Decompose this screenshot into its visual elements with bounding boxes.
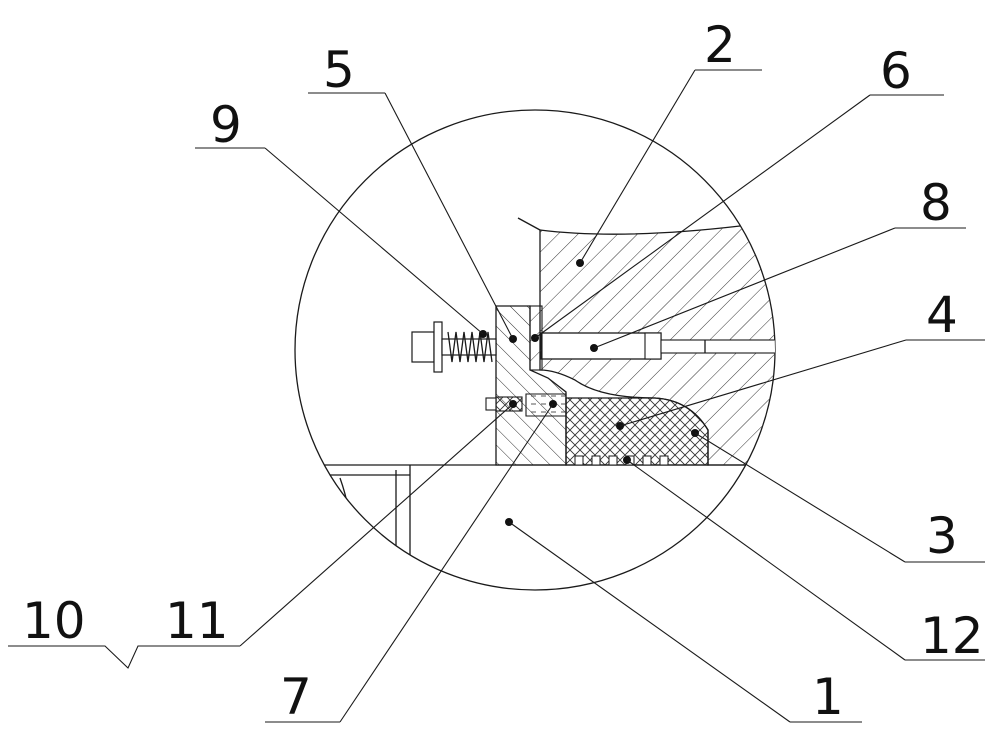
label-1: 1: [812, 668, 844, 726]
label-5: 5: [323, 41, 355, 99]
label-10: 10: [22, 592, 86, 650]
part-7-chamber: [526, 394, 566, 416]
label-12: 12: [920, 607, 984, 665]
label-8: 8: [920, 174, 952, 232]
part-9-bolt-spring: [412, 322, 496, 372]
section-view: [300, 218, 781, 560]
label-6: 6: [880, 42, 912, 100]
label-11: 11: [165, 592, 229, 650]
label-7: 7: [280, 668, 312, 726]
label-3: 3: [926, 507, 958, 565]
label-9: 9: [210, 96, 242, 154]
part-4-seal: [566, 398, 708, 465]
label-4: 4: [926, 286, 958, 344]
part-8-pin: [541, 333, 661, 359]
label-2: 2: [704, 16, 736, 74]
